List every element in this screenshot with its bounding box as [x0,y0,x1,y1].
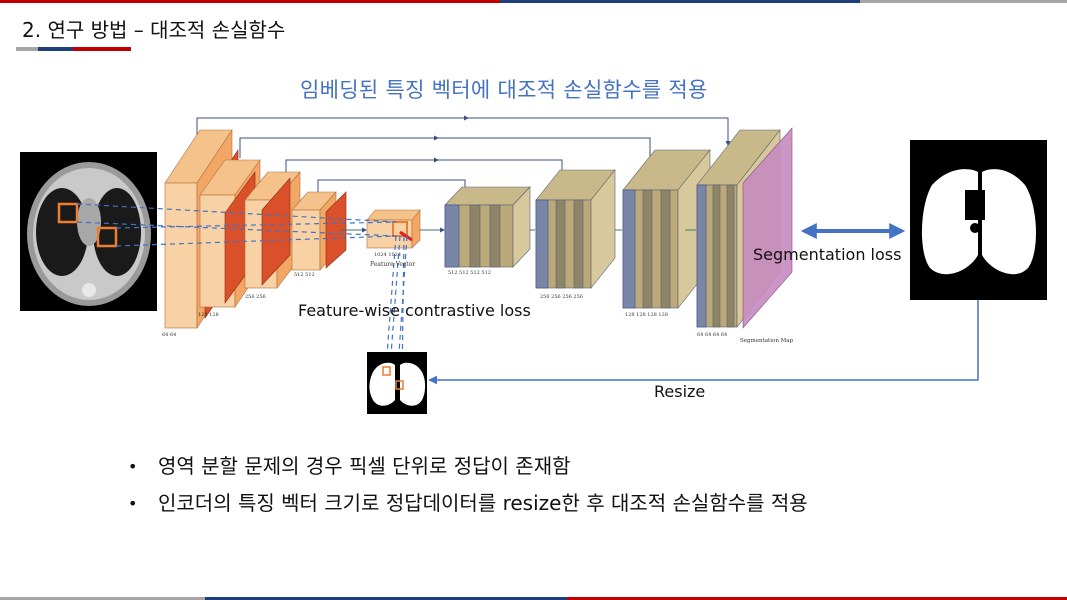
resized-mask [367,352,427,414]
bottom-bar-gray [0,597,205,600]
resize-arrow [428,300,979,385]
bullet-item: 인코더의 특징 벡터 크기로 정답데이터를 resize한 후 대조적 손실함수… [128,485,808,522]
bottom-bar-red [567,597,1067,600]
diagram-heading: 임베딩된 특징 벡터에 대조적 손실함수를 적용 [300,78,708,102]
enc-tick-1: 64 64 [162,332,176,338]
dec-tick-4: 64 64 64 64 [697,332,727,338]
encoder-block-4 [291,191,347,271]
decoder-block-4 [696,127,793,329]
bullet-list: 영역 분할 문제의 경우 픽셀 단위로 정답이 존재함 인코더의 특징 벡터 크… [128,448,808,522]
feature-loss-label: Feature-wise contrastive loss [298,301,531,320]
slide-title: 2. 연구 방법 – 대조적 손실함수 [22,18,286,42]
dec-tick-2: 256 256 256 256 [540,294,583,300]
top-bar-navy [500,0,860,3]
top-bar-red [0,0,500,3]
segmentation-map-label: Segmentation Map [740,338,794,344]
enc-tick-3: 256 256 [245,294,266,300]
ground-truth-mask [910,140,1047,300]
feature-vector-label: Feature Vector [370,261,415,268]
decoder-block-2 [535,169,616,289]
top-accent-bar [0,0,1067,3]
top-bar-gray [860,0,1067,3]
bottom-accent-bar [0,597,1067,600]
bottom-bar-navy [205,597,567,600]
enc-tick-5: 1024 1024 [374,252,401,258]
decoder-block-1 [444,186,531,268]
bottleneck-block [366,209,421,249]
dec-tick-3: 128 128 128 128 [625,312,668,318]
ct-scan-image [20,152,157,311]
bullet-item: 영역 분할 문제의 경우 픽셀 단위로 정답이 존재함 [128,448,808,485]
enc-tick-2: 128 128 [198,312,219,318]
tick-labels: 64 64 128 128 256 256 512 512 1024 1024 … [162,252,794,344]
segmentation-loss-label: Segmentation loss [753,245,902,264]
title-underline [16,47,131,51]
dec-tick-1: 512 512 512 512 [448,270,491,276]
resize-label: Resize [654,382,706,401]
enc-tick-4: 512 512 [294,272,315,278]
